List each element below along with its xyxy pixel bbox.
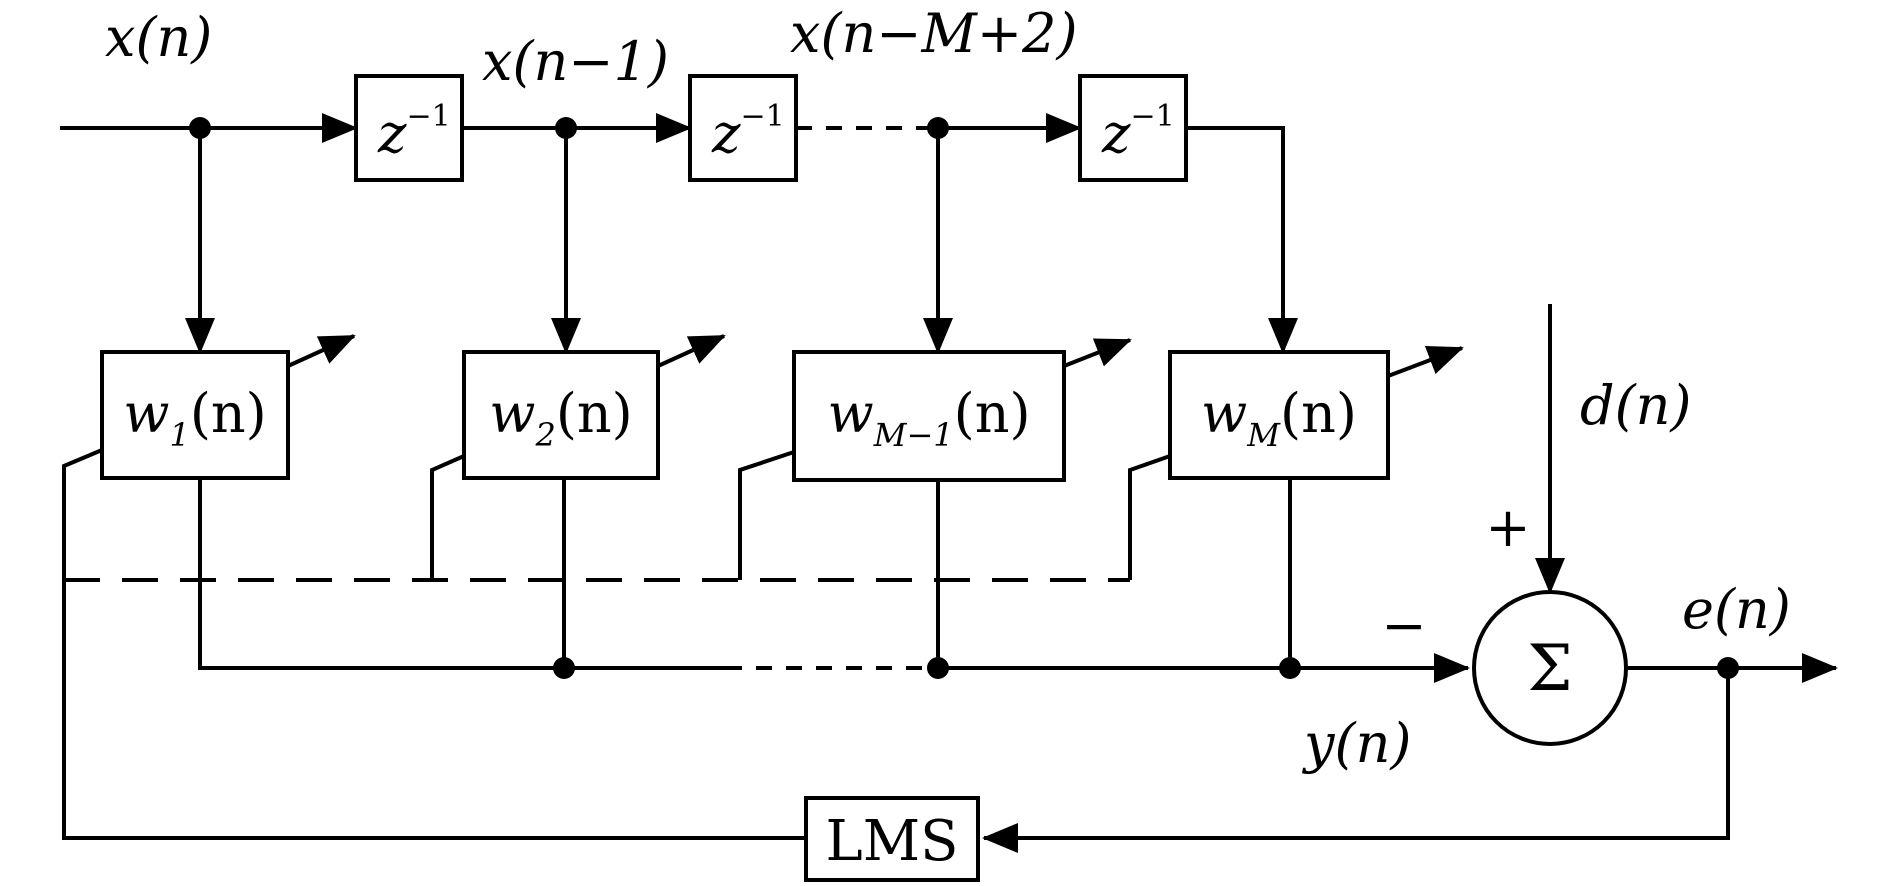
label-y-n: y(n): [1302, 712, 1411, 775]
junctions: [189, 117, 1739, 679]
weight-base: w: [827, 382, 873, 445]
delay-line-out: [1186, 126, 1298, 354]
delay-box-1: z−1: [354, 74, 464, 182]
delay-base: z: [377, 102, 407, 165]
junction-dot: [927, 657, 949, 679]
delay-base: z: [1101, 102, 1131, 165]
svg-text:w2(n): w2(n): [489, 382, 633, 454]
junction-dot: [927, 117, 949, 139]
lms-block: LMS: [804, 796, 980, 882]
weight-sub: 2: [534, 416, 555, 454]
weight-base: w: [489, 382, 535, 445]
svg-text:w1(n): w1(n): [123, 382, 267, 454]
lms-control-3: [738, 450, 795, 580]
weight-arg: (n): [556, 382, 633, 445]
weight-box-2: w2(n): [462, 350, 660, 480]
svg-text:z−1: z−1: [711, 99, 785, 165]
svg-text:wM−1(n): wM−1(n): [827, 382, 1030, 454]
svg-text:wM(n): wM(n): [1201, 382, 1357, 454]
label-x-n-minus-1: x(n−1): [482, 30, 669, 93]
plus-sign: +: [1485, 496, 1530, 559]
weight-arg: (n): [1280, 382, 1357, 445]
svg-text:z−1: z−1: [1101, 99, 1175, 165]
delay-exp: −1: [1130, 99, 1174, 134]
label-e-n: e(n): [1682, 578, 1791, 641]
delay-box-3: z−1: [1078, 74, 1188, 182]
lms-control-left: [62, 448, 806, 840]
w1-output: [198, 478, 726, 670]
minus-sign: −: [1381, 594, 1426, 657]
delay-exp: −1: [406, 99, 450, 134]
weight-box-3: wM−1(n): [792, 350, 1066, 482]
adapt-arrow-2: [657, 334, 726, 368]
signal-wires: [60, 113, 1838, 853]
svg-text:z−1: z−1: [377, 99, 451, 165]
weight-sub: M−1: [873, 416, 954, 454]
label-x-n: x(n): [105, 6, 212, 69]
sigma-symbol: Σ: [1527, 632, 1572, 706]
label-d-n: d(n): [1580, 374, 1691, 437]
delay-exp: −1: [740, 99, 784, 134]
lms-control-4: [1128, 454, 1171, 580]
adapt-arrow-1: [287, 334, 356, 368]
junction-dot: [555, 117, 577, 139]
lms-control-2: [430, 454, 465, 580]
adapt-arrow-4: [1387, 346, 1464, 378]
weight-sub: M: [1246, 416, 1281, 454]
weight-box-1: w1(n): [100, 350, 290, 480]
junction-dot: [1279, 657, 1301, 679]
junction-dot: [1717, 657, 1739, 679]
lms-label: LMS: [826, 809, 959, 874]
junction-dot: [553, 657, 575, 679]
weight-sub: 1: [169, 416, 189, 454]
weight-base: w: [123, 382, 169, 445]
weight-arg: (n): [190, 382, 267, 445]
adapt-arrow-3: [1063, 338, 1132, 368]
weight-base: w: [1201, 382, 1247, 445]
junction-dot: [189, 117, 211, 139]
summing-junction: Σ: [1472, 590, 1628, 746]
weight-box-4: wM(n): [1168, 350, 1390, 480]
weight-arg: (n): [954, 382, 1031, 445]
delay-box-2: z−1: [688, 74, 798, 182]
delay-base: z: [711, 102, 741, 165]
feedback-line: [982, 668, 1730, 853]
label-x-n-minus-M-plus-2: x(n−M+2): [790, 2, 1078, 65]
